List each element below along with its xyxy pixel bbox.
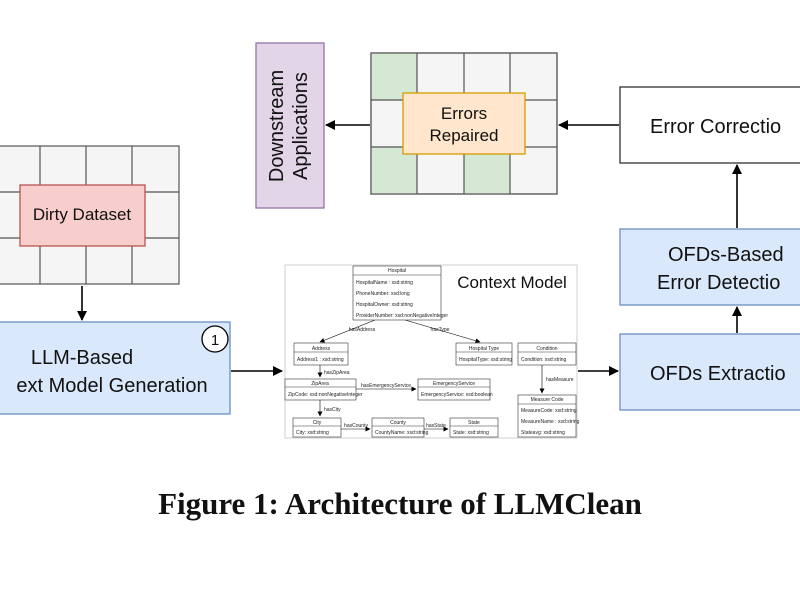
dirty-dataset-label: Dirty Dataset	[33, 205, 132, 224]
class-attribute: ZipCode: xsd:nonNegativeInteger	[288, 392, 363, 398]
dirty-dataset-node: Dirty Dataset	[19, 184, 146, 247]
class-attribute: HospitalOwner: xsd:string	[356, 302, 413, 308]
class-title: ZipArea	[311, 381, 329, 387]
downstream-applications-node: Downstream Applications	[255, 42, 325, 209]
class-county: County CountyName: xsd:string	[371, 417, 429, 438]
figure-caption: Figure 1: Architecture of LLMClean	[158, 486, 642, 521]
error-correction-node: Error Correctio	[619, 86, 800, 164]
edge-label-has-county: hasCounty	[344, 423, 368, 429]
ofds-extraction-node: OFDs Extractio	[619, 333, 800, 411]
ofds-detection-node: OFDs-Based Error Detectio	[619, 228, 800, 306]
class-measure-code: Measure Code MeasureCode: xsd:string Mea…	[517, 394, 580, 438]
edge-label-has-address: hasAddress	[349, 327, 376, 333]
edge-label-has-city: hasCity	[324, 407, 341, 413]
class-attribute: CountyName: xsd:string	[375, 430, 429, 436]
class-attribute: State: xsd:string	[453, 430, 489, 436]
ofds-detection-label-line1: OFDs-Based	[668, 244, 784, 266]
class-condition: Condition Condition: xsd:string	[517, 342, 577, 366]
errors-repaired-label-line2: Repaired	[430, 126, 499, 145]
class-title: Measure Code	[531, 397, 564, 403]
class-city: City City: xsd:string	[292, 417, 342, 438]
class-attribute: MeasureName : xsd:string	[521, 419, 580, 425]
class-title: City	[313, 420, 322, 426]
context-model-title: Context Model	[457, 273, 567, 292]
class-title: EmergencyService	[433, 381, 475, 387]
class-emergency-service: EmergencyService EmergencyService: xsd:b…	[417, 378, 493, 401]
edge-label-has-emergency-service: hasEmergencyService	[361, 383, 411, 389]
class-attribute: PhoneNumber: xsd:long	[356, 291, 410, 297]
class-title: County	[390, 420, 406, 426]
step-number-badge	[201, 325, 229, 353]
class-attribute: Address1 : xsd:string	[297, 357, 344, 363]
class-title: Condition	[536, 346, 557, 352]
class-address: Address Address1 : xsd:string	[293, 342, 349, 366]
class-attribute: HospitalType: xsd:string	[459, 357, 512, 363]
error-correction-label: Error Correctio	[650, 116, 781, 138]
edge-label-has-measure: hasMeasure	[546, 377, 574, 383]
context-model-image: Context Model hasAddress hasType hasZipA…	[284, 264, 580, 439]
llm-generation-label-line2: ext Model Generation	[16, 375, 207, 397]
llm-generation-label-line1: LLM-Based	[31, 347, 133, 369]
class-attribute: ProviderNumber: xsd:nonNegativeInteger	[356, 313, 448, 319]
downstream-label-line1: Downstream	[266, 70, 288, 182]
class-title: Hospital Type	[469, 346, 499, 352]
class-zip-area: ZipArea ZipCode: xsd:nonNegativeInteger	[284, 378, 363, 401]
errors-repaired-node: Errors Repaired	[402, 92, 526, 155]
class-attribute: City: xsd:string	[296, 430, 329, 436]
flow-arrows	[77, 120, 742, 376]
ofds-detection-label-line2: Error Detectio	[657, 272, 780, 294]
edge-label-has-state: hasState	[426, 423, 446, 429]
edge-label-has-zip-area: hasZipArea	[324, 370, 350, 376]
class-title: Address	[312, 346, 331, 352]
edge-label-has-type: hasType	[431, 327, 450, 333]
step-number-label: 1	[211, 332, 219, 349]
class-title: State	[468, 420, 480, 426]
class-title: Hospital	[388, 268, 406, 274]
errors-repaired-label-line1: Errors	[441, 104, 487, 123]
downstream-label-line2: Applications	[290, 72, 312, 180]
llm-generation-node: LLM-Based ext Model Generation 1	[0, 321, 231, 415]
class-state: State State: xsd:string	[449, 417, 499, 438]
class-attribute: Condition: xsd:string	[521, 357, 567, 363]
class-attribute: Stateavg: xsd:string	[521, 430, 565, 436]
ofds-extraction-label: OFDs Extractio	[650, 363, 786, 385]
class-hospital: Hospital HospitalName : xsd:string Phone…	[352, 265, 448, 321]
class-attribute: EmergencyService: xsd:boolean	[421, 392, 493, 398]
class-attribute: MeasureCode: xsd:string	[521, 408, 577, 414]
class-hospital-type: Hospital Type HospitalType: xsd:string	[455, 342, 513, 366]
class-attribute: HospitalName : xsd:string	[356, 280, 413, 286]
